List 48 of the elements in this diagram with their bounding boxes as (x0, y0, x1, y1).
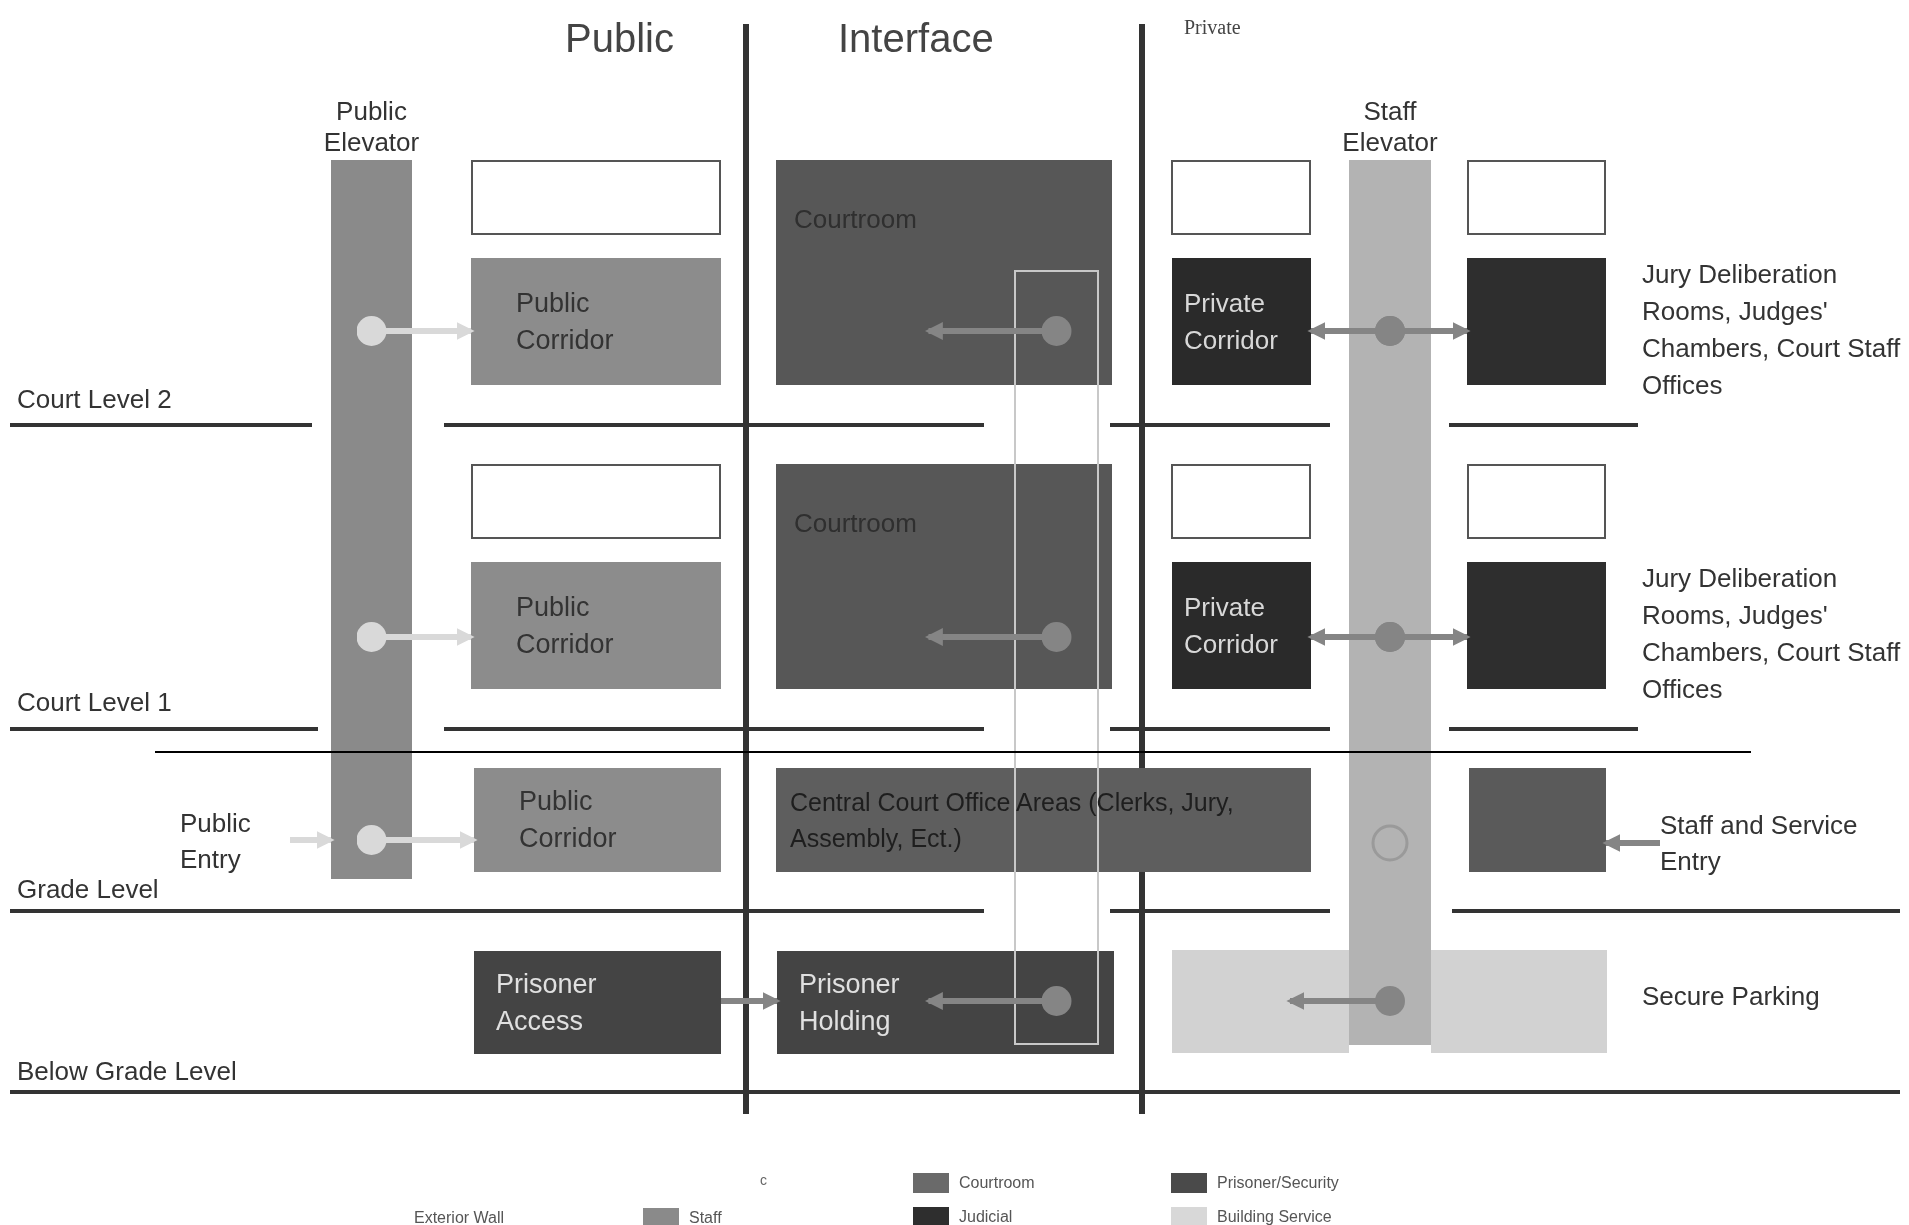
public-corridor-box (471, 258, 721, 385)
room-box (1467, 464, 1606, 539)
room-description: Jury Deliberation Rooms, Judges' Chambers, Court Staff Offices (1642, 258, 1902, 402)
level-label: Court Level 2 (17, 383, 172, 416)
room-label: Public Entry (180, 807, 252, 876)
elevator-heading: Public Elevator (322, 96, 421, 159)
room-label: Prisoner Holding (799, 967, 901, 1038)
room-label: Public Corridor (519, 785, 618, 855)
prisoner-area-box (777, 951, 1114, 1054)
office-area-box (776, 768, 1311, 872)
parking-area (1172, 950, 1607, 1053)
zone-heading: Private (1184, 15, 1241, 40)
room-label: Private Corridor (1184, 286, 1279, 357)
room-box (471, 160, 721, 235)
legend-note: c (760, 1171, 767, 1190)
room-label: Prisoner Access (496, 967, 598, 1038)
courtroom-box (776, 464, 1112, 689)
room-label: Public Corridor (516, 590, 615, 661)
zone-heading: Interface (838, 15, 994, 62)
legend-label: Staff (689, 1208, 722, 1225)
room-box (1171, 464, 1311, 539)
room-label: Public Corridor (516, 286, 615, 357)
courtroom-box (776, 160, 1112, 385)
legend-label: Courtroom (959, 1173, 1035, 1193)
elevator-heading: Staff Elevator (1341, 96, 1439, 159)
judicial-room-box (1467, 258, 1606, 385)
legend-label: Judicial (959, 1207, 1013, 1225)
zone-heading: Public (565, 15, 674, 62)
service-room-box (1469, 768, 1606, 872)
private-corridor-box (1172, 562, 1311, 689)
judicial-room-box (1467, 562, 1606, 689)
room-label: Private Corridor (1184, 590, 1279, 661)
prisoner-area-box (474, 951, 721, 1054)
legend-label: Exterior Wall (414, 1208, 505, 1225)
legend-label: Prisoner/Security (1217, 1173, 1339, 1193)
room-description: Secure Parking (1642, 980, 1821, 1013)
level-label: Grade Level (17, 873, 159, 906)
room-box (471, 464, 721, 539)
public-corridor-box (471, 562, 721, 689)
level-label: Court Level 1 (17, 686, 172, 719)
room-description: Jury Deliberation Rooms, Judges' Chambers, Court Staff Offices (1642, 562, 1902, 706)
room-label: Staff and Service Entry (1660, 809, 1859, 878)
public-corridor-box (474, 768, 721, 872)
room-box (1467, 160, 1606, 235)
room-box (1171, 160, 1311, 235)
level-label: Below Grade Level (17, 1055, 237, 1088)
private-corridor-box (1172, 258, 1311, 385)
legend-label: Building Service (1217, 1207, 1332, 1225)
